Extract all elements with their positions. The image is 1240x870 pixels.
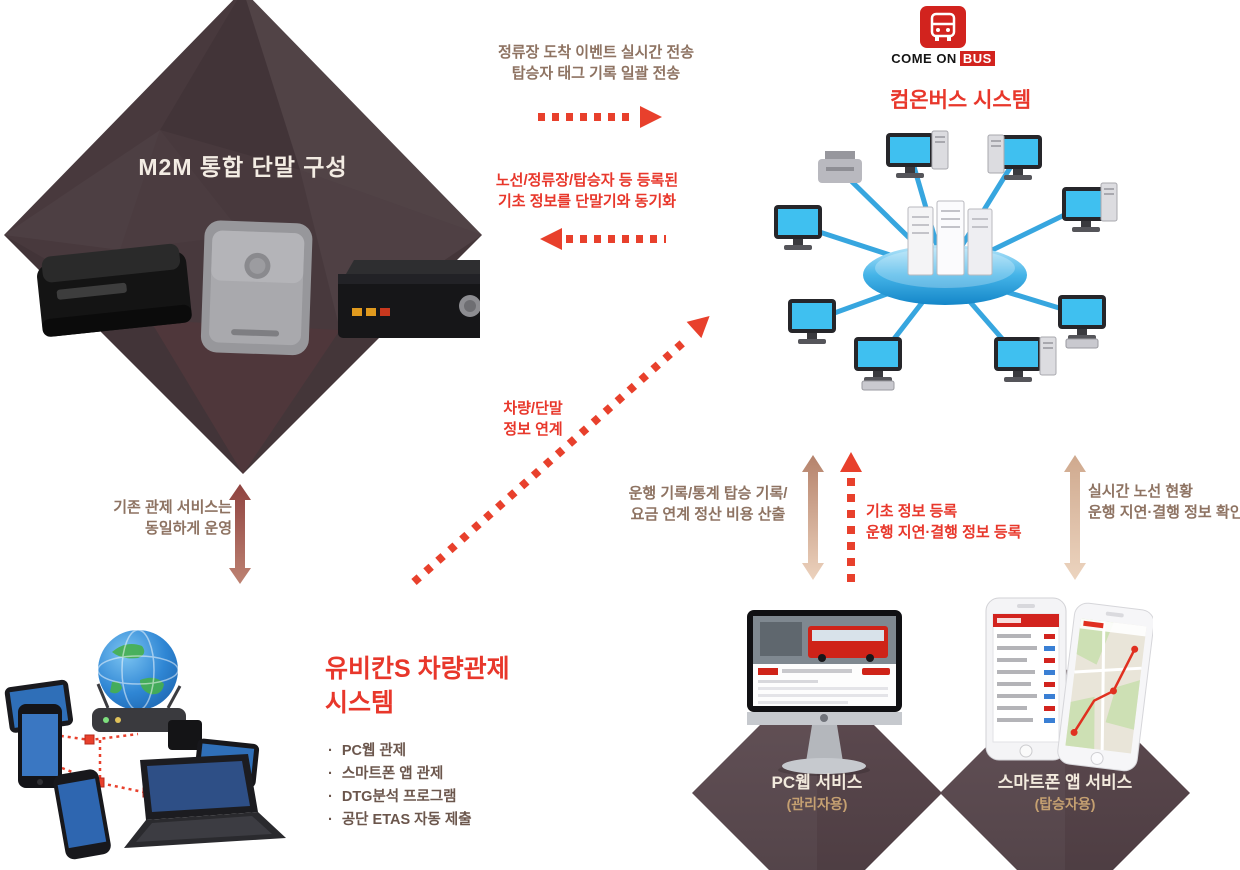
m2m-devices-illustration: [37, 220, 480, 356]
double-arrow-center-icon: [802, 455, 824, 580]
smartphone-icon: [18, 704, 62, 788]
smartphones-icon: [985, 597, 1153, 772]
server-towers-icon: [907, 200, 993, 276]
pcweb-service-title: PC웹 서비스: [771, 773, 863, 792]
flow-stats-output-line2: 요금 연계 정산 비용 산출: [630, 506, 786, 523]
ubican-item-smartphone-app: 스마트폰 앱 관제: [328, 763, 472, 786]
logo-come-on: COME ON: [891, 51, 957, 66]
card-reader-icon: [200, 220, 313, 356]
flow-event-upload-line2: 탑승자 태그 기록 일괄 전송: [511, 65, 681, 82]
flow-base-sync-line2: 기초 정보를 단말기와 동기화: [497, 193, 677, 210]
app-service-title: 스마트폰 앱 서비스: [997, 773, 1133, 792]
printer-icon: [818, 151, 862, 183]
phone-list-icon: [985, 597, 1067, 761]
flow-existing-service-label: 기존 관제 서비스는 동일하게 운영: [82, 497, 232, 539]
flow-realtime-check-line1: 실시간 노선 현황: [1088, 483, 1193, 500]
flow-realtime-check-label: 실시간 노선 현황 운행 지연·결행 정보 확인: [1088, 481, 1240, 523]
flow-vehicle-link-line2: 정보 연계: [503, 421, 563, 438]
ubican-item-pcweb: PC웹 관제: [328, 740, 472, 763]
ubican-feature-list: PC웹 관제 스마트폰 앱 관제 DTG분석 프로그램 공단 ETAS 자동 제…: [328, 740, 472, 832]
service-diamonds-shape: [692, 668, 1190, 870]
flow-base-sync-label: 노선/정류장/탑승자 등 등록된 기초 정보를 단말기와 동기화: [462, 170, 712, 212]
pcweb-service-label: PC웹 서비스 (관리자용): [727, 772, 907, 814]
dotted-arrow-diagonal-icon: [411, 315, 710, 585]
flow-base-register-line2: 운행 지연·결행 정보 등록: [866, 524, 1022, 541]
dotted-arrow-up-icon: [840, 452, 862, 584]
pcweb-service-subtitle: (관리자용): [786, 796, 848, 812]
settop-terminal-icon: [338, 260, 480, 338]
flow-event-upload-line1: 정류장 도착 이벤트 실시간 전송: [497, 44, 695, 61]
logo-bus: BUS: [959, 51, 995, 66]
ubican-network-illustration: [4, 629, 286, 860]
ubican-title-line2: 시스템: [325, 689, 395, 717]
flow-realtime-check-line2: 운행 지연·결행 정보 확인: [1088, 504, 1240, 521]
network-hub-illustration: [774, 130, 1118, 391]
router-icon: [92, 683, 186, 732]
comeonbus-system-title: 컴온버스 시스템: [889, 89, 1032, 112]
flow-base-sync-line1: 노선/정류장/탑승자 등 등록된: [495, 172, 679, 189]
flow-vehicle-link-label: 차량/단말 정보 연계: [458, 398, 608, 440]
smartphone2-icon: [53, 769, 111, 860]
ubican-system-title: 유비칸S 차량관제 시스템: [325, 652, 510, 720]
flow-stats-output-line1: 운행 기록/통계 탑승 기록/: [628, 485, 788, 502]
double-arrow-right-icon: [1064, 455, 1086, 580]
pc-monitor-icon: [747, 610, 902, 776]
globe-icon: [98, 630, 178, 710]
flow-existing-service-line2: 동일하게 운영: [145, 520, 232, 537]
flow-event-upload-label: 정류장 도착 이벤트 실시간 전송 탑승자 태그 기록 일괄 전송: [471, 42, 721, 84]
phone-map-icon: [1057, 602, 1153, 772]
dotted-arrow-left-icon: [540, 228, 666, 250]
flow-existing-service-line1: 기존 관제 서비스는: [113, 499, 232, 516]
ubican-title-line1: 유비칸S 차량관제: [325, 655, 510, 683]
ubican-item-dtg: DTG분석 프로그램: [328, 786, 472, 809]
flow-base-register-line1: 기초 정보 등록: [866, 503, 958, 520]
app-service-subtitle: (탑승자용): [1034, 796, 1096, 812]
flow-stats-output-label: 운행 기록/통계 탑승 기록/ 요금 연계 정산 비용 산출: [608, 483, 808, 525]
m2m-title: M2M 통합 단말 구성: [138, 154, 348, 180]
double-arrow-left-icon: [229, 484, 251, 584]
dotted-arrow-right-icon: [538, 106, 662, 128]
flow-vehicle-link-line1: 차량/단말: [503, 400, 563, 417]
ubican-item-etas: 공단 ETAS 자동 제출: [328, 809, 472, 832]
flow-base-register-label: 기초 정보 등록 운행 지연·결행 정보 등록: [866, 501, 1081, 543]
bus-icon: [920, 6, 966, 48]
app-service-label: 스마트폰 앱 서비스 (탑승자용): [968, 772, 1162, 814]
dtg-adapter-icon: [168, 720, 202, 750]
laptop-icon: [124, 754, 286, 848]
obd-device-icon: [37, 243, 192, 337]
